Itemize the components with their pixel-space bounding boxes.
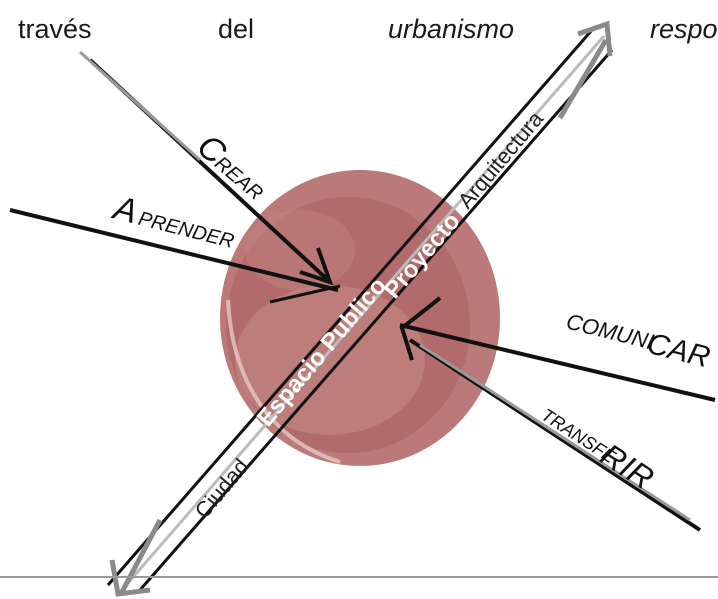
- arrow-crear: [78, 50, 334, 286]
- band-label-arquitectura: Arquitectura: [453, 106, 549, 214]
- band-arrow-top: [557, 20, 613, 120]
- header-word-del: del: [218, 14, 254, 44]
- arrow-aprender: [9, 208, 341, 304]
- arrow-comunicar: [399, 296, 716, 402]
- arrow-transferir: [408, 338, 702, 532]
- band-arrow-bottom: [109, 518, 163, 597]
- verb-comunicar-rest: COMUNI: [564, 309, 657, 355]
- diagonal-band: [106, 29, 614, 593]
- header-word-respo: respo: [650, 14, 718, 44]
- header-word-traves: través: [18, 14, 92, 44]
- header-word-urbanismo: urbanismo: [388, 14, 514, 44]
- band-label-ciudad: Ciudad: [190, 454, 254, 523]
- verb-comunicar-end: CAR: [644, 327, 713, 374]
